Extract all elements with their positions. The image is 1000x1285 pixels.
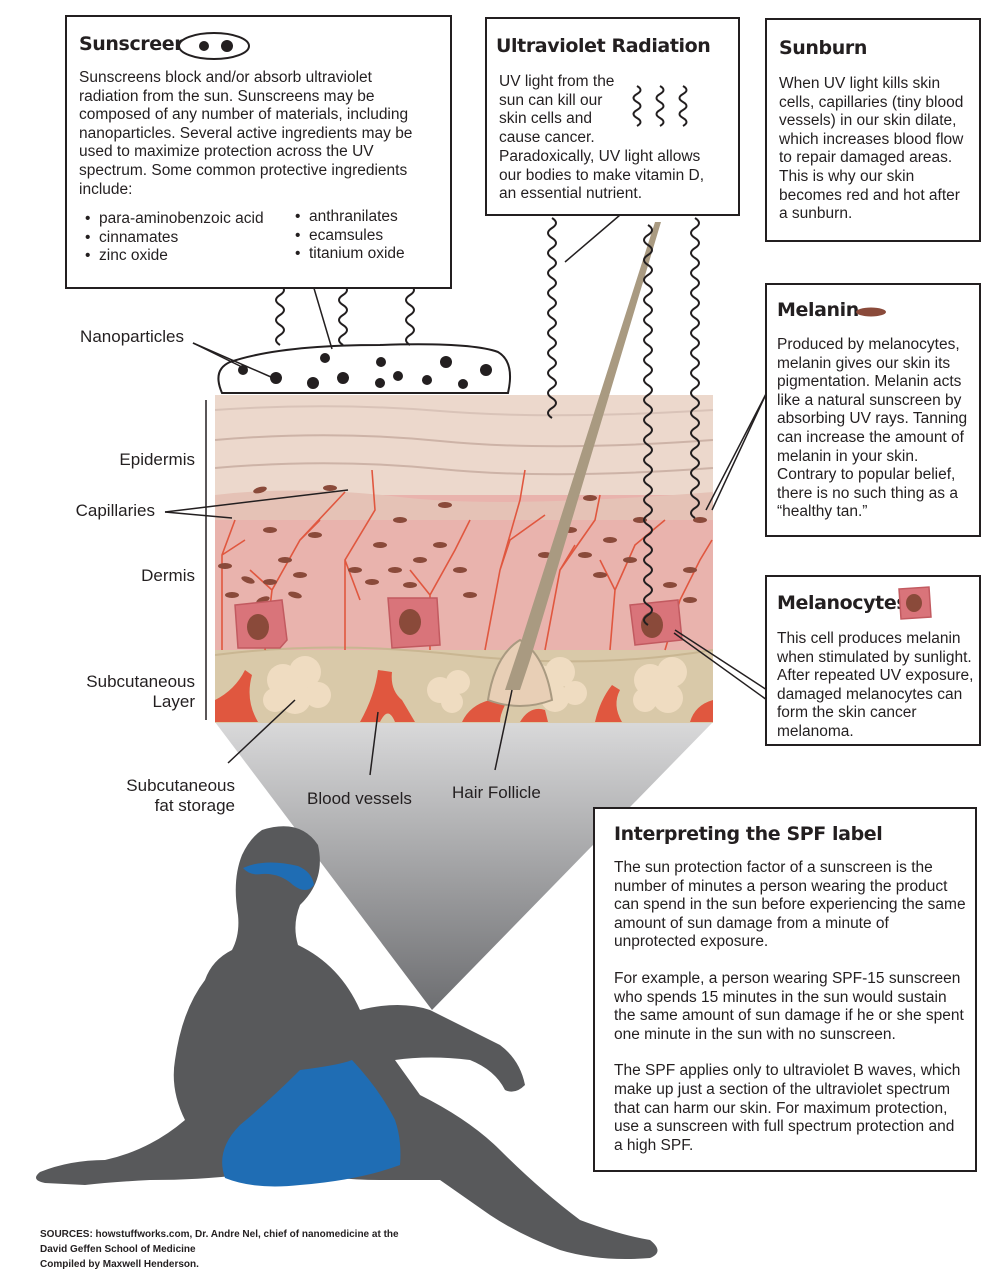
ingredients-list-left: para-aminobenzoic acid cinnamates zinc o…	[85, 210, 264, 266]
sunburn-title: Sunburn	[779, 37, 867, 59]
melanin-body: Produced by melanocytes, melanin gives o…	[777, 336, 968, 521]
ingredients-list-right: anthranilates ecamsules titanium oxide	[295, 208, 405, 264]
sunscreen-box: Sunscreen Sunscreens block and/or absorb…	[65, 15, 452, 289]
spf-title: Interpreting the SPF label	[614, 823, 883, 845]
uv-waves-icon	[632, 85, 688, 127]
ingredient-item: anthranilates	[295, 208, 405, 227]
melanocytes-box: Melanocytes This cell produces melanin w…	[765, 575, 981, 746]
spf-box: Interpreting the SPF label The sun prote…	[593, 807, 977, 1172]
uv-body-top: UV light from the sun can kill our skin …	[499, 73, 615, 146]
sources-credit: SOURCES: howstuffworks.com, Dr. Andre Ne…	[40, 1227, 399, 1272]
label-fat-storage: Subcutaneous fat storage	[100, 776, 235, 816]
label-fat-line2: fat storage	[154, 796, 235, 815]
melanocytes-title: Melanocytes	[777, 592, 908, 614]
spf-paragraph: The sun protection factor of a sunscreen…	[614, 859, 966, 951]
melanin-box: Melanin Produced by melanocytes, melanin…	[765, 283, 981, 537]
spf-paragraph: The SPF applies only to ultraviolet B wa…	[614, 1062, 961, 1154]
melanin-title: Melanin	[777, 299, 859, 321]
ingredient-item: titanium oxide	[295, 245, 405, 264]
sunscreen-film	[217, 343, 511, 394]
hair-follicle	[486, 222, 661, 707]
fat-lobules	[263, 656, 687, 714]
uv-title: Ultraviolet Radiation	[496, 35, 711, 57]
melanocyte-cells	[234, 597, 683, 649]
sources-line-2: David Geffen School of Medicine	[40, 1244, 196, 1255]
magnification-beam	[215, 722, 713, 1010]
label-dermis: Dermis	[141, 566, 195, 585]
sunburn-body: When UV light kills skin cells, capillar…	[779, 75, 964, 223]
sunscreen-body: Sunscreens block and/or absorb ultraviol…	[79, 69, 413, 198]
label-fat-line1: Subcutaneous	[126, 776, 235, 795]
ingredient-item: zinc oxide	[85, 247, 264, 266]
spf-body: The sun protection factor of a sunscreen…	[614, 859, 966, 1173]
sunburn-box: Sunburn When UV light kills skin cells, …	[765, 18, 981, 242]
blood-vessels	[215, 670, 713, 722]
uv-waves	[275, 217, 700, 626]
label-subcutaneous-line2: Layer	[152, 692, 195, 711]
ingredient-item: para-aminobenzoic acid	[85, 210, 264, 229]
uv-body-bottom: Paradoxically, UV light allows our bodie…	[499, 148, 705, 203]
label-subcutaneous-line1: Subcutaneous	[86, 672, 195, 691]
uv-box: Ultraviolet Radiation UV light from the …	[485, 17, 740, 216]
melanocyte-icon	[898, 586, 932, 620]
skin-cross-section	[215, 395, 713, 723]
label-epidermis: Epidermis	[119, 450, 195, 469]
spf-paragraph: For example, a person wearing SPF-15 sun…	[614, 969, 964, 1043]
melanin-icon	[856, 307, 886, 317]
label-capillaries: Capillaries	[75, 501, 155, 520]
melanin-flecks	[218, 485, 707, 604]
sources-line-1: SOURCES: howstuffworks.com, Dr. Andre Ne…	[40, 1229, 399, 1240]
sunbather-silhouette	[36, 826, 658, 1259]
ingredient-item: cinnamates	[85, 229, 264, 248]
label-hair-follicle: Hair Follicle	[452, 783, 541, 802]
leader-lines	[164, 214, 768, 776]
sunscreen-nanoparticle-icon	[178, 32, 250, 60]
label-blood-vessels: Blood vessels	[307, 789, 412, 808]
melanocytes-body: This cell produces melanin when stimulat…	[777, 630, 974, 740]
ingredient-item: ecamsules	[295, 227, 405, 246]
sunscreen-title: Sunscreen	[79, 33, 188, 55]
label-nanoparticles: Nanoparticles	[80, 327, 184, 346]
sources-line-3: Compiled by Maxwell Henderson.	[40, 1259, 199, 1270]
label-subcutaneous-layer: Subcutaneous Layer	[60, 672, 195, 712]
